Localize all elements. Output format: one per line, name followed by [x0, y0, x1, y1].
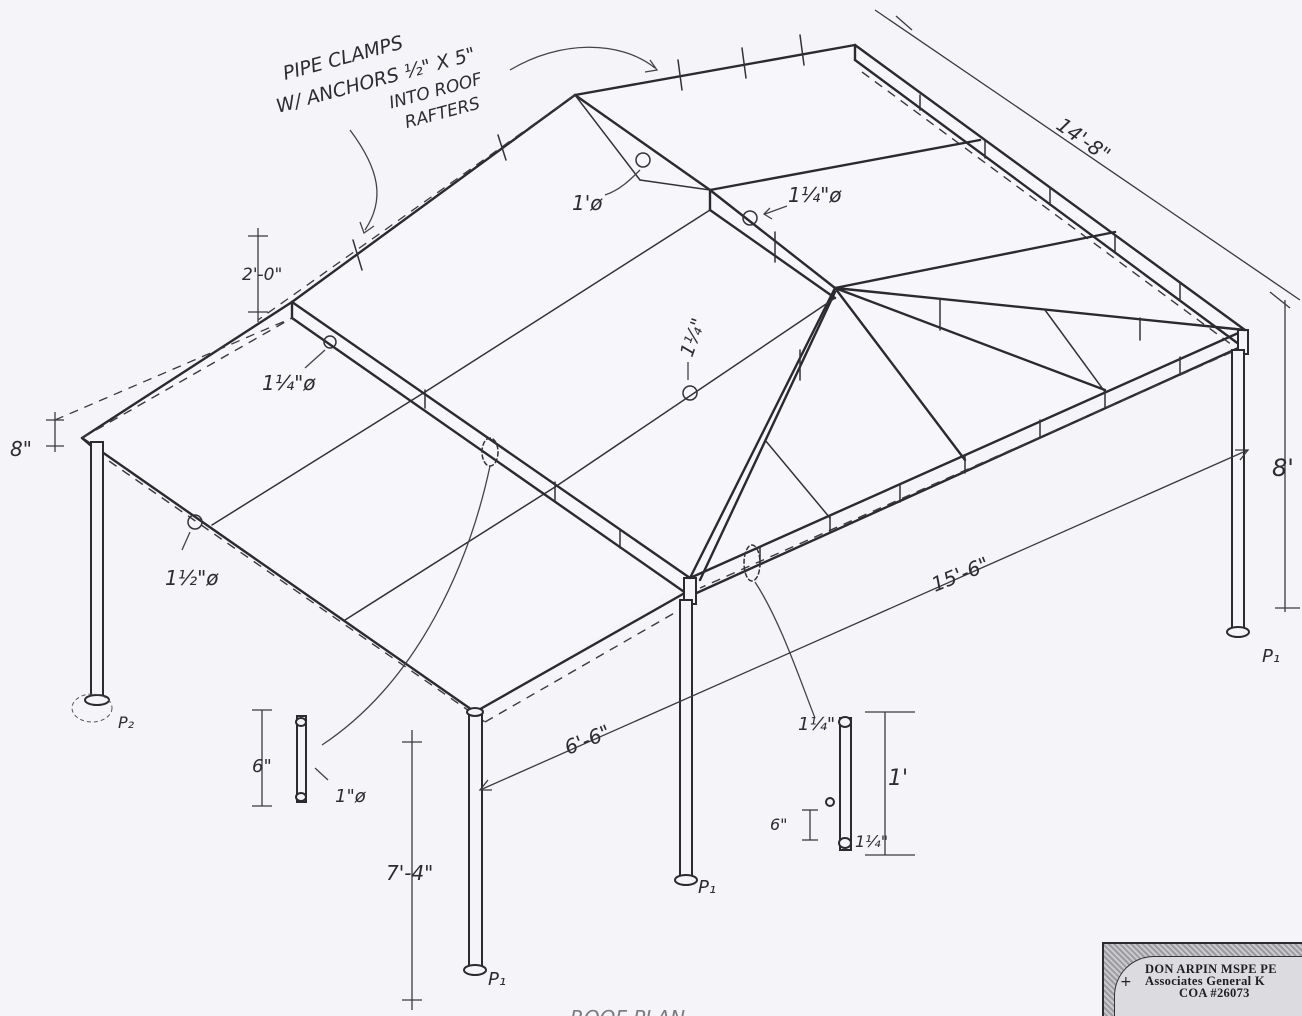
back-tick: [677, 59, 683, 91]
stamp-line-3: COA #26073: [1179, 986, 1250, 1000]
back-right-fascia: [853, 58, 1242, 347]
detail-right-pipe: [802, 711, 915, 856]
leader-front: [181, 531, 191, 551]
rafter-line: [1044, 309, 1106, 393]
back-right-dashed: [861, 71, 1233, 346]
leader-pipe-clamps: [509, 46, 656, 71]
back-tick: [497, 134, 507, 161]
hip-mid: [833, 286, 967, 462]
step-wall-bottom: [290, 316, 692, 598]
front-eave: [473, 588, 692, 714]
rafter-line: [424, 209, 711, 393]
front-right-edge: [688, 328, 1247, 580]
title-fragment: ROOF PLAN: [570, 1006, 685, 1016]
pipe-marker-mid: [682, 385, 698, 401]
label-post-height: 7'-4": [386, 861, 433, 885]
ridge-fascia: [708, 208, 837, 300]
label-post-p1-mid: P₁: [698, 877, 716, 898]
back-tick: [799, 34, 805, 66]
leader-pipe-clamps-2: [349, 129, 378, 231]
pipe-marker-top: [742, 210, 758, 226]
back-tick: [741, 47, 747, 79]
label-offset-front: 6'-6": [561, 720, 614, 760]
dim-15ft-6in: [479, 449, 1249, 791]
label-pipe-top: 1¼"ø: [788, 183, 842, 207]
detail-callout-right: [743, 544, 761, 582]
stamp-line-2: Associates General K: [1145, 974, 1265, 988]
detail-right-small: 6": [770, 815, 788, 834]
front-right-dashed: [699, 351, 1233, 589]
detail-left-pipe: [252, 709, 329, 807]
leader-detail-left: [321, 465, 491, 746]
label-pipe-front: 1½"ø: [165, 566, 219, 590]
leader-detail-right: [754, 581, 816, 719]
dim-14ft-8in: [874, 9, 1301, 301]
detail-left-height: 6": [252, 756, 272, 777]
hip-right: [833, 286, 1107, 392]
stamp-cross-icon: +: [1120, 974, 1132, 990]
label-pipe-ridge: 1'ø: [572, 191, 603, 215]
pipe-marker-ridge: [635, 152, 651, 168]
detail-left-dia: 1"ø: [335, 786, 367, 807]
post-p2: [71, 441, 113, 723]
rafter-line: [764, 439, 831, 519]
roof-surface: [82, 45, 1245, 712]
label-post-p2: P₂: [118, 713, 135, 732]
ridge-back: [708, 138, 982, 192]
label-pipe-step: 1¼"ø: [262, 371, 316, 395]
detail-right-top: 1¼": [798, 714, 835, 735]
hip-front-2: [698, 290, 837, 582]
ridge-diagonal: [639, 179, 711, 191]
leader-ridge: [604, 169, 641, 196]
label-post-p1-front: P₁: [488, 969, 506, 990]
label-post-p1-right: P₁: [1262, 646, 1280, 667]
post-p1-right: [1226, 349, 1250, 638]
pipe-marker-front: [187, 514, 203, 530]
leader-top: [764, 205, 788, 215]
dim-2ft-extension: [257, 94, 576, 321]
label-fascia-drop: 8": [10, 437, 32, 461]
front-eave-dashed: [484, 603, 691, 723]
rafter-line: [344, 486, 556, 621]
rafter-line: [554, 297, 836, 488]
label-roof-step: 2'-0": [242, 265, 282, 285]
stamp-line-1: DON ARPIN MSPE PE: [1145, 962, 1277, 976]
engineer-stamp: DON ARPIN MSPE PE Associates General K C…: [1102, 942, 1302, 1016]
rafter-line: [211, 391, 426, 526]
post-p1-middle: [674, 599, 698, 886]
hip-to-corner: [833, 286, 1247, 332]
pipe-marker-step: [323, 335, 337, 349]
label-width-back: 14'-8": [1052, 112, 1115, 166]
hip-front: [688, 286, 837, 580]
note-pipe-clamps: PIPE CLAMPS W/ ANCHORS ½" X 5" INTO ROOF…: [274, 32, 485, 133]
left-end-dashed: [81, 317, 293, 439]
upper-left-edge: [290, 93, 577, 304]
back-ridge-edge: [573, 43, 857, 97]
post-p1-front: [463, 707, 487, 976]
detail-right-height: 1': [888, 766, 908, 791]
label-height-right: 8': [1272, 454, 1294, 482]
back-tick: [352, 239, 363, 271]
hip-back: [833, 230, 1117, 290]
ridge-diagonal: [574, 94, 641, 181]
leader-step: [304, 349, 326, 369]
step-wall-top: [290, 300, 692, 580]
detail-right-bottom: 1¼": [855, 832, 888, 851]
ridge-center: [708, 188, 837, 290]
ridge-left: [573, 93, 712, 192]
label-length-side: 15'-6": [928, 552, 993, 597]
